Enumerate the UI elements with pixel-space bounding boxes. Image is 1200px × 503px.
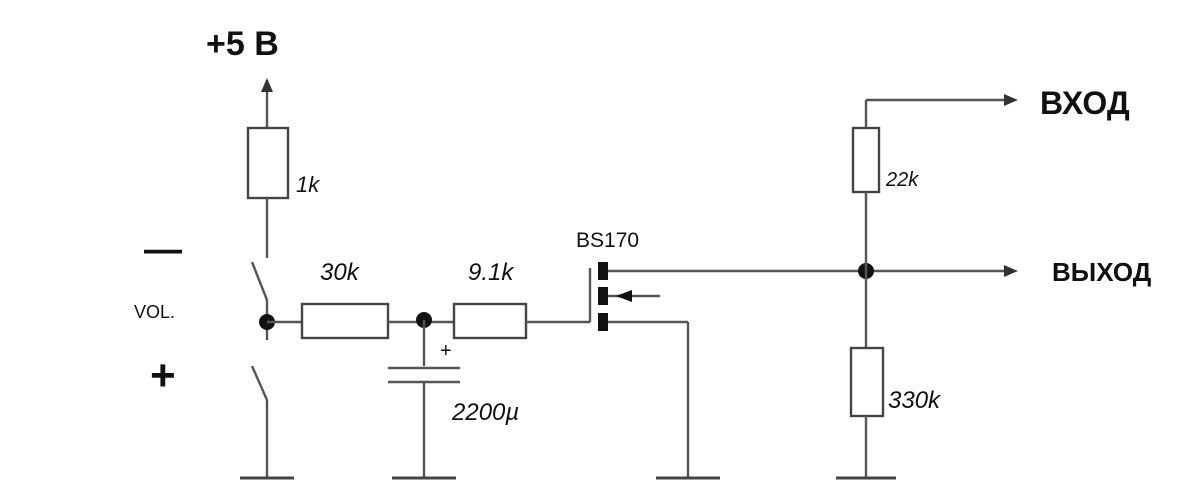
switch-upper-contact: [250, 261, 269, 301]
resistor-330k: [849, 346, 885, 418]
mosfet-drain-segment: [598, 262, 608, 280]
switch-lower-contact: [250, 365, 269, 401]
resistor-1k-label: 1k: [296, 172, 320, 197]
resistor-30k: [300, 302, 390, 340]
mosfet-body-segment: [598, 287, 608, 305]
switch-minus-label: —: [144, 229, 182, 271]
switch-plus-label: +: [150, 351, 176, 400]
switch-vol-label: VOL.: [134, 302, 175, 322]
resistor-9k1: [452, 302, 528, 340]
supply-arrow: [261, 78, 273, 92]
mosfet-arrow: [616, 290, 632, 302]
resistor-30k-label: 30k: [320, 259, 361, 286]
resistor-22k: [851, 126, 881, 194]
output-arrow: [1004, 265, 1018, 277]
resistor-1k: [246, 126, 290, 200]
supply-label: +5 B: [206, 25, 279, 63]
mosfet-source-segment: [598, 313, 608, 331]
resistor-330k-label: 330k: [888, 387, 942, 414]
output-label: ВЫХОД: [1052, 257, 1152, 287]
resistor-22k-label: 22k: [885, 169, 919, 191]
input-arrow: [1004, 94, 1018, 106]
input-label: ВХОД: [1040, 85, 1130, 121]
resistor-9k1-label: 9.1k: [468, 259, 515, 286]
capacitor-label: 2200µ: [451, 399, 519, 426]
transistor-label: BS170: [576, 229, 639, 252]
capacitor-polarity: +: [440, 340, 452, 362]
